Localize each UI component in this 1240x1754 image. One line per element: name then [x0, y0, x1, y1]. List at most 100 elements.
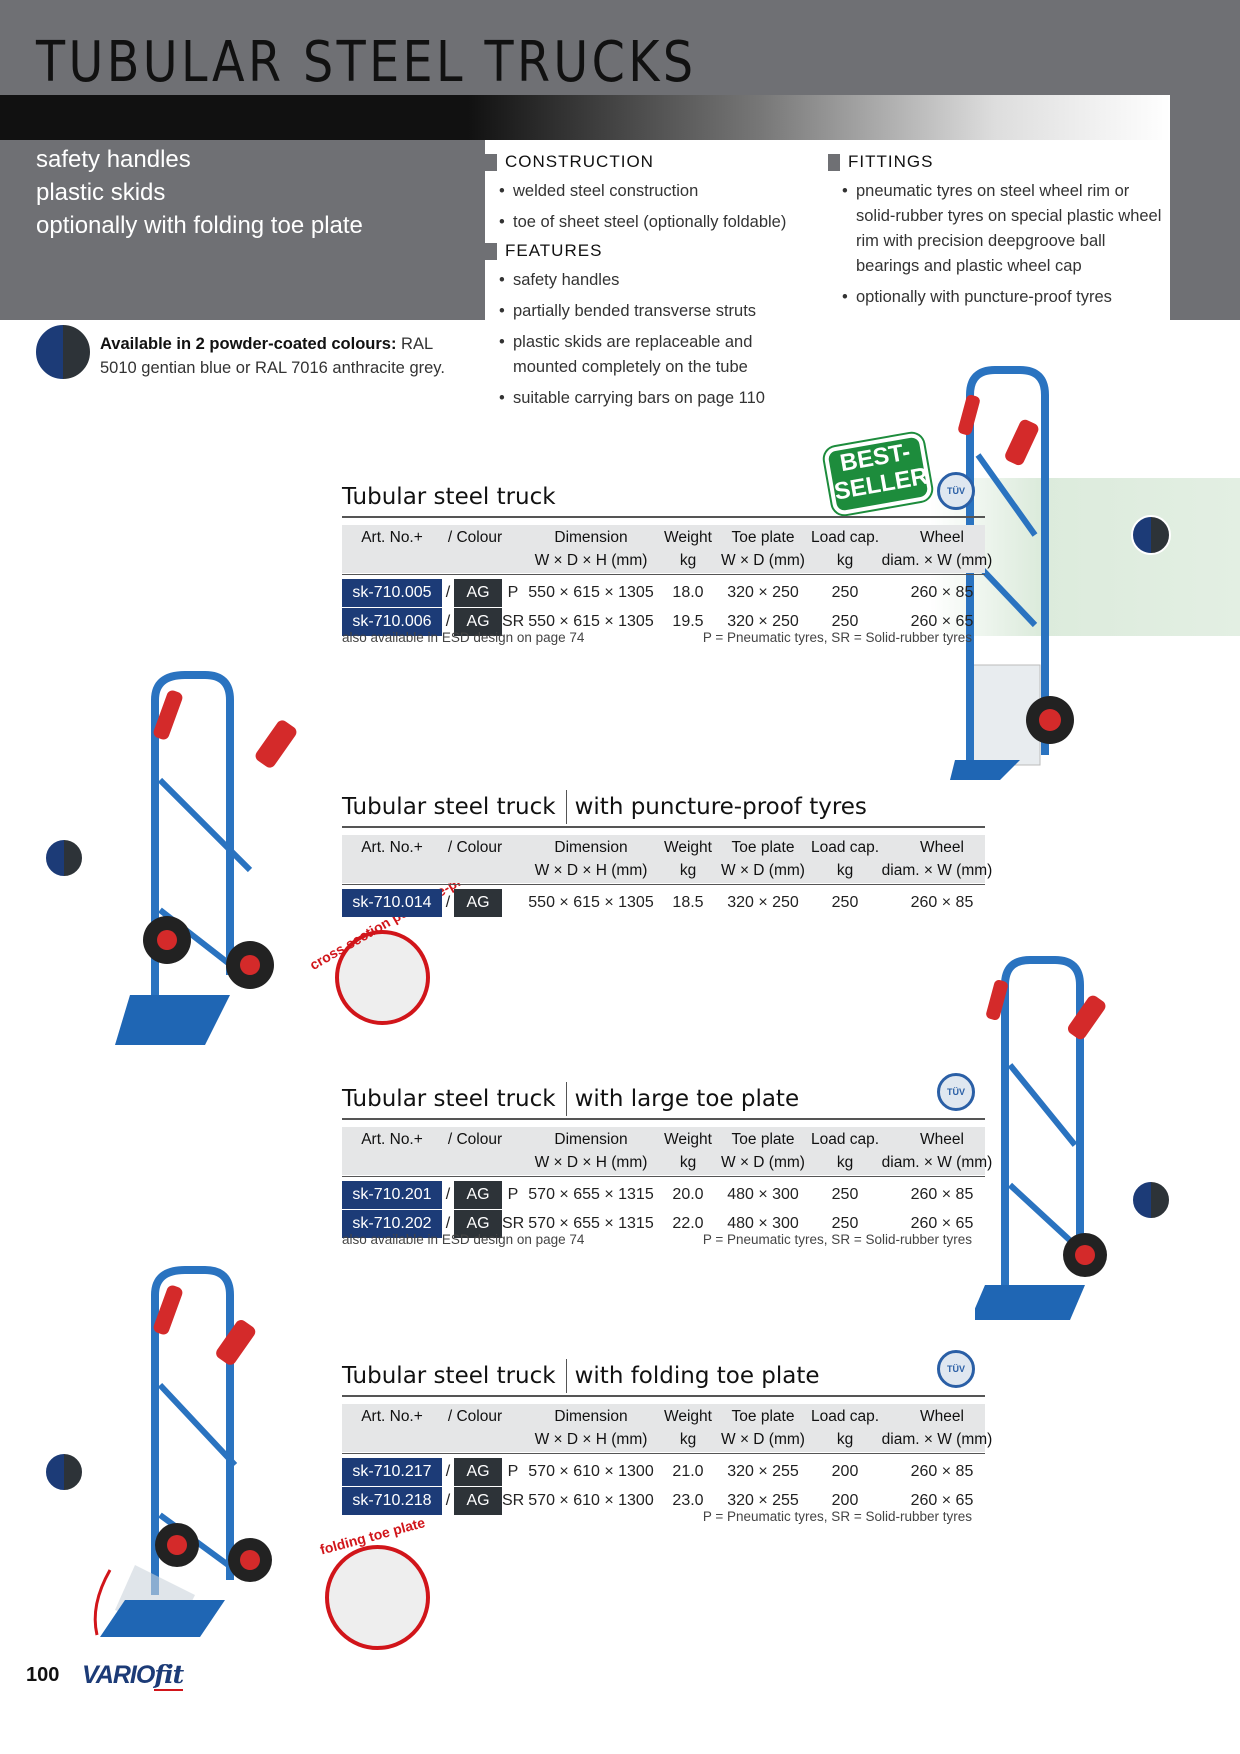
list-item: plastic skids are replaceable and mounte… — [499, 330, 815, 380]
divider — [342, 516, 985, 518]
cell-dim: 570 × 655 × 1315 — [528, 1185, 654, 1203]
cell-tyre: SR — [502, 1214, 525, 1232]
tuv-badge: TÜV — [937, 1350, 975, 1388]
list-item: toe of sheet steel (optionally foldable) — [499, 210, 815, 235]
cell-wheel: 260 × 85 — [910, 1462, 974, 1480]
page-number: 100 — [26, 1664, 60, 1686]
colour-swatch — [34, 323, 92, 381]
cell-load: 250 — [831, 893, 859, 911]
taglines: safety handles plastic skids optionally … — [36, 143, 363, 242]
cell-weight: 23.0 — [672, 1491, 704, 1509]
cell-toe: 480 × 300 — [727, 1214, 799, 1232]
section-marker — [485, 242, 497, 260]
list-item: partially bended transverse struts — [499, 299, 815, 324]
divider — [342, 573, 985, 575]
colour-swatch — [1131, 1180, 1171, 1220]
tuv-badge: TÜV — [937, 1073, 975, 1111]
cell-load: 250 — [831, 1214, 859, 1232]
page-title: TUBULAR STEEL TRUCKS — [36, 30, 697, 95]
trolley-image — [93, 1266, 272, 1637]
cell-dim: 570 × 655 × 1315 — [528, 1214, 654, 1232]
cell-wheel: 260 × 65 — [910, 1214, 974, 1232]
art-no: sk-710.005 — [342, 578, 442, 607]
colour-code: AG — [454, 888, 502, 917]
intro-panel-edge — [1170, 95, 1240, 320]
features-list: safety handles partially bended transver… — [499, 268, 815, 411]
cell-toe: 320 × 250 — [727, 583, 799, 601]
cell-toe: 320 × 255 — [727, 1491, 799, 1509]
cell-load: 250 — [831, 583, 859, 601]
cell-tyre: SR — [502, 1491, 525, 1509]
list-item: suitable carrying bars on page 110 — [499, 386, 815, 411]
tuv-badge: TÜV — [937, 472, 975, 510]
colour-code: AG — [454, 1209, 502, 1238]
cell-load: 250 — [831, 612, 859, 630]
cell-dim: 550 × 615 × 1305 — [528, 583, 654, 601]
divider — [342, 1175, 985, 1177]
cell-weight: 22.0 — [672, 1214, 704, 1232]
cell-toe: 320 × 255 — [727, 1462, 799, 1480]
cell-tyre: P — [507, 1185, 519, 1203]
cell-toe: 480 × 300 — [727, 1185, 799, 1203]
tagline: safety handles — [36, 146, 191, 173]
cell-wheel: 260 × 65 — [910, 612, 974, 630]
cell-toe: 320 × 250 — [727, 893, 799, 911]
table-subtitle: with large toe plate — [565, 1082, 799, 1116]
construction-section: CONSTRUCTION welded steel construction t… — [485, 152, 815, 417]
tagline: plastic skids — [36, 179, 166, 206]
colour-code: AG — [454, 1180, 502, 1209]
cell-tyre: P — [507, 583, 519, 601]
colour-code: AG — [454, 1486, 502, 1515]
list-item: welded steel construction — [499, 179, 815, 204]
cell-wheel: 260 × 85 — [910, 893, 974, 911]
trolley-image — [950, 366, 1074, 780]
cell-weight: 19.5 — [672, 612, 704, 630]
folding-toe-callout-image — [325, 1545, 430, 1650]
cell-tyre: SR — [502, 612, 525, 630]
divider — [342, 826, 985, 828]
art-no: sk-710.202 — [342, 1209, 442, 1238]
fittings-section: FITTINGS pneumatic tyres on steel wheel … — [828, 152, 1173, 316]
tagline: optionally with folding toe plate — [36, 212, 363, 239]
table-subtitle: with puncture-proof tyres — [565, 790, 867, 824]
art-no: sk-710.201 — [342, 1180, 442, 1209]
divider — [342, 883, 985, 885]
colour-code: AG — [454, 1457, 502, 1486]
puncture-proof-callout-image — [335, 930, 430, 1025]
cell-toe: 320 × 250 — [727, 612, 799, 630]
trolley-image — [975, 956, 1107, 1320]
cell-dim: 550 × 615 × 1305 — [528, 612, 654, 630]
divider — [342, 1452, 985, 1454]
brand-logo: VARIOfit — [82, 1660, 184, 1691]
table-subtitle: with folding toe plate — [565, 1359, 820, 1393]
cell-dim: 570 × 610 × 1300 — [528, 1462, 654, 1480]
art-no: sk-710.014 — [342, 888, 442, 917]
section-title: CONSTRUCTION — [505, 152, 654, 171]
section-title: FITTINGS — [848, 152, 934, 171]
cell-wheel: 260 × 85 — [910, 583, 974, 601]
colour-code: AG — [454, 578, 502, 607]
table-title: Tubular steel truck — [342, 484, 556, 510]
cell-dim: 570 × 610 × 1300 — [528, 1491, 654, 1509]
art-no: sk-710.218 — [342, 1486, 442, 1515]
page-header: TUBULAR STEEL TRUCKS — [0, 0, 1240, 95]
cell-dim: 550 × 615 × 1305 — [528, 893, 654, 911]
